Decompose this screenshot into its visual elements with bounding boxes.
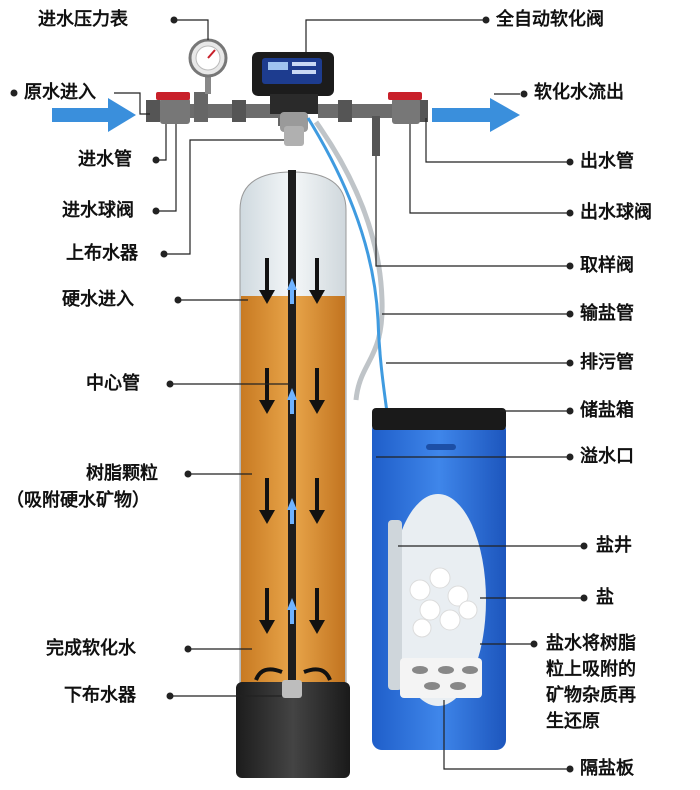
label-regen-line4: 生还原 — [546, 711, 600, 732]
label-brine-tank: 储盐箱 — [580, 400, 634, 421]
label-sampling-valve: 取样阀 — [580, 255, 634, 276]
label-salt-plate: 隔盐板 — [580, 758, 634, 779]
label-drain-line: 排污管 — [580, 352, 634, 373]
flow-up-arrows — [287, 278, 297, 624]
label-inlet-ball-valve: 进水球阀 — [62, 200, 134, 221]
label-brine-line: 输盐管 — [580, 303, 634, 324]
brine-tank-icon — [372, 408, 506, 750]
label-softened-water: 完成软化水 — [46, 638, 136, 659]
label-lower-distributor: 下布水器 — [64, 685, 136, 706]
label-control-valve: 全自动软化阀 — [496, 9, 604, 30]
label-outlet-ball-valve: 出水球阀 — [580, 202, 652, 223]
label-regen-line1: 盐水将树脂 — [546, 633, 636, 654]
label-regen-line2: 粒上吸附的 — [546, 659, 636, 680]
upper-distributor-icon — [284, 126, 304, 146]
label-resin-line1: 树脂颗粒 — [86, 463, 158, 484]
label-center-pipe: 中心管 — [86, 373, 140, 394]
inlet-ball-valve-icon — [156, 92, 190, 124]
brine-hose — [313, 120, 385, 401]
pressure-gauge-icon — [188, 38, 228, 94]
label-hard-water-in: 硬水进入 — [62, 289, 134, 310]
label-raw-water-in: 原水进入 — [24, 82, 96, 103]
control-valve-icon — [252, 52, 334, 132]
raw-water-arrow — [52, 98, 136, 132]
lower-distributor-icon — [254, 667, 332, 698]
leader-lines — [114, 19, 584, 770]
label-inlet-gauge: 进水压力表 — [38, 9, 128, 30]
label-inlet-pipe: 进水管 — [78, 149, 132, 170]
leader-dots — [10, 16, 588, 773]
label-regen-line3: 矿物杂质再 — [546, 685, 636, 706]
label-salt-well: 盐井 — [596, 535, 632, 556]
label-outlet-pipe: 出水管 — [580, 151, 634, 172]
label-overflow: 溢水口 — [580, 446, 634, 467]
label-soft-water-out: 软化水流出 — [534, 82, 624, 103]
flow-down-arrows — [259, 258, 325, 634]
label-upper-distributor: 上布水器 — [66, 243, 138, 264]
outlet-ball-valve-icon — [388, 92, 422, 124]
soft-water-arrow — [432, 98, 520, 132]
label-resin-line2: （吸附硬水矿物） — [6, 490, 150, 511]
label-salt: 盐 — [596, 587, 614, 608]
